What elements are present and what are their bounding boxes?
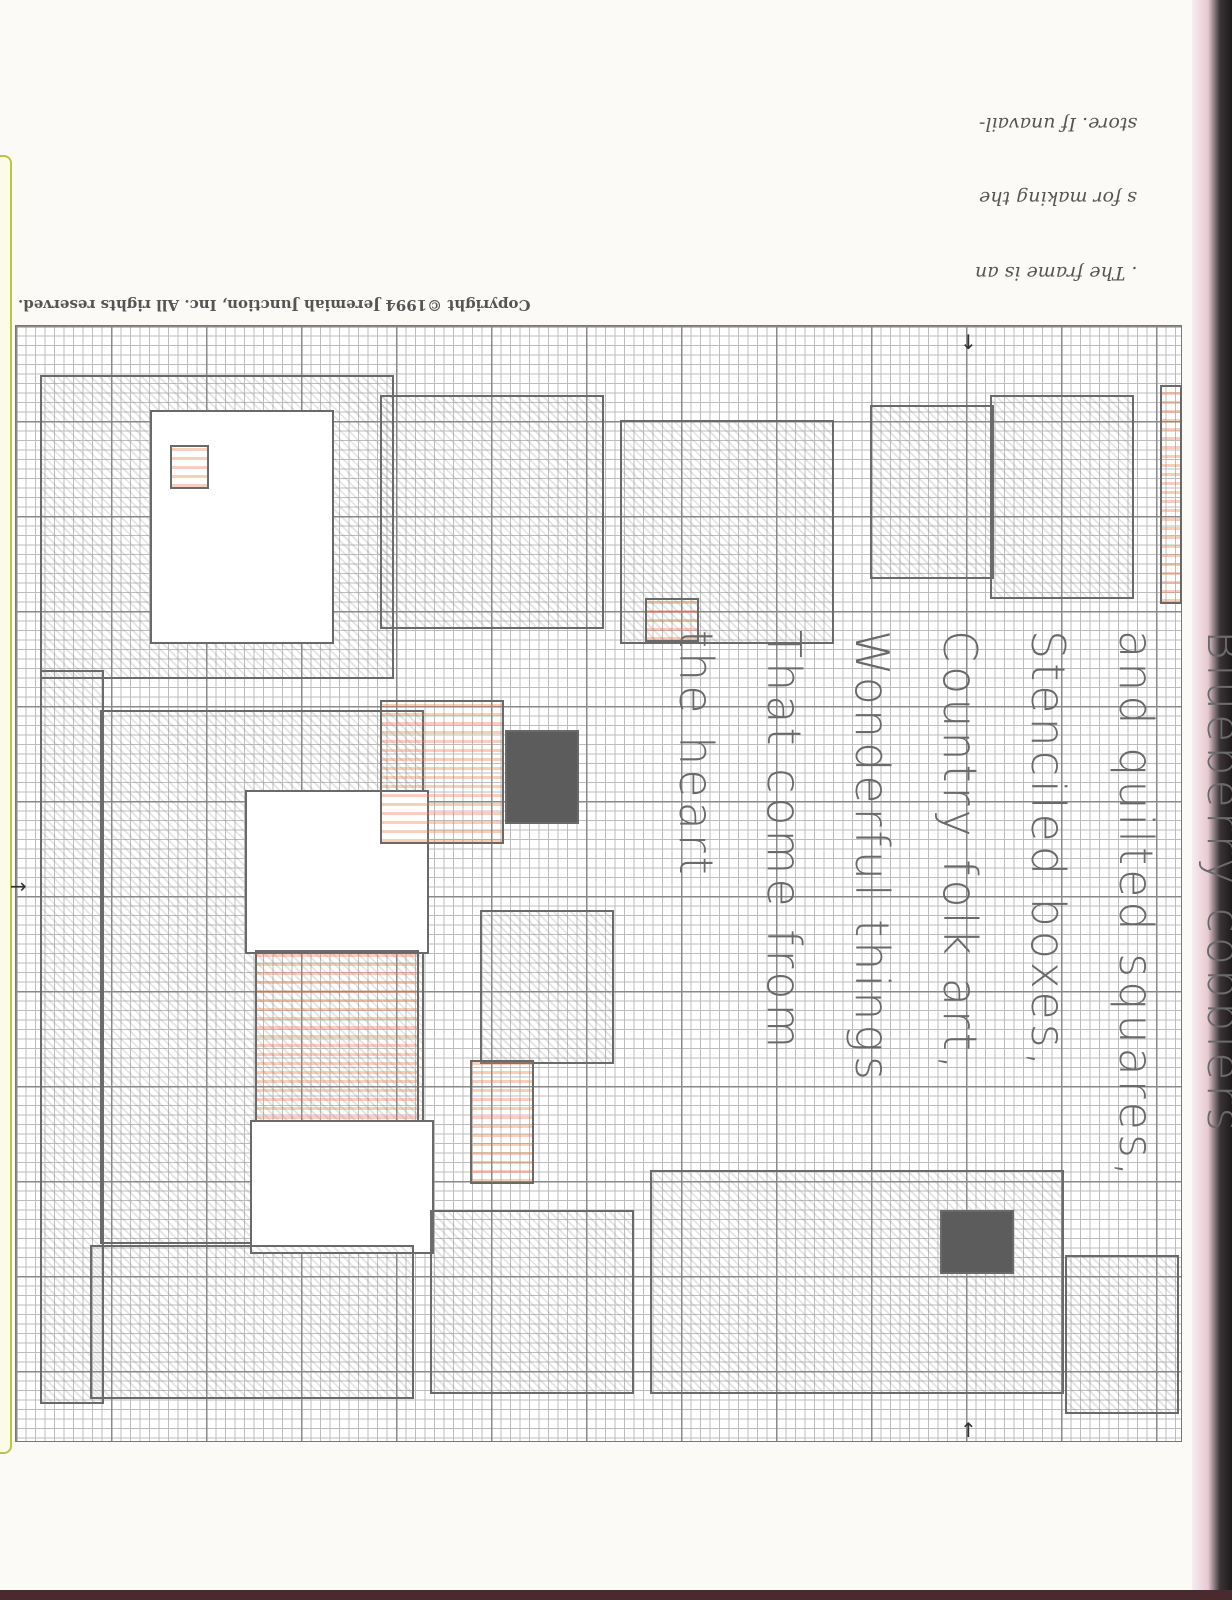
verse-line-6: That come from: [757, 630, 811, 1053]
motif-box-top: [245, 790, 429, 954]
bottom-edge: [0, 1590, 1232, 1600]
page-gutter: [1192, 0, 1232, 1600]
motif-heart-2: [645, 598, 699, 642]
center-arrow-right-icon: →: [10, 874, 27, 898]
motif-border-strip: [1160, 385, 1182, 604]
motif-clock: [990, 395, 1134, 599]
motif-chest: [90, 1245, 414, 1399]
motif-box-bottom: [250, 1120, 434, 1254]
motif-teddy-bear: [380, 395, 604, 629]
side-note-1: store. If unavail-: [978, 113, 1137, 135]
verse-line-4: Country folk art,: [933, 630, 987, 1074]
motif-bunny: [255, 950, 419, 1139]
center-arrow-up-icon: ↑: [960, 1418, 977, 1442]
verse-line-1: Blueberry cobblers: [1197, 630, 1232, 1136]
side-note-3: . The frame is an: [974, 262, 1137, 284]
motif-apple: [380, 700, 504, 844]
verse-line-7: the heart: [669, 630, 723, 879]
verse-line-3: Stenciled boxes,: [1021, 630, 1075, 1071]
motif-rocking-chair: [620, 420, 834, 644]
motif-flowers: [430, 1210, 634, 1394]
verse-line-2: and quilted squares,: [1109, 630, 1163, 1181]
verse: Blueberry cobblers and quilted squares, …: [669, 630, 1232, 1181]
verse-line-5: Wonderful things: [845, 630, 899, 1084]
center-arrow-down-icon: ↓: [960, 330, 977, 354]
motif-heart: [170, 445, 209, 489]
motif-shelf: [650, 1170, 1064, 1394]
motif-wreath: [870, 405, 994, 579]
motif-basket: [480, 910, 614, 1064]
motif-bed-panel: [150, 410, 334, 644]
motif-shelf-dark: [940, 1210, 1014, 1274]
side-note-2: s for making the: [979, 187, 1137, 209]
copyright-text: Copyright ©1994 Jeremiah Junction, Inc. …: [18, 296, 531, 314]
motif-quilt-corner: [1065, 1255, 1179, 1414]
side-tab: [0, 155, 12, 1454]
motif-cat: [505, 730, 579, 824]
motif-quilt-border: [40, 670, 104, 1404]
motif-jar: [470, 1060, 534, 1184]
